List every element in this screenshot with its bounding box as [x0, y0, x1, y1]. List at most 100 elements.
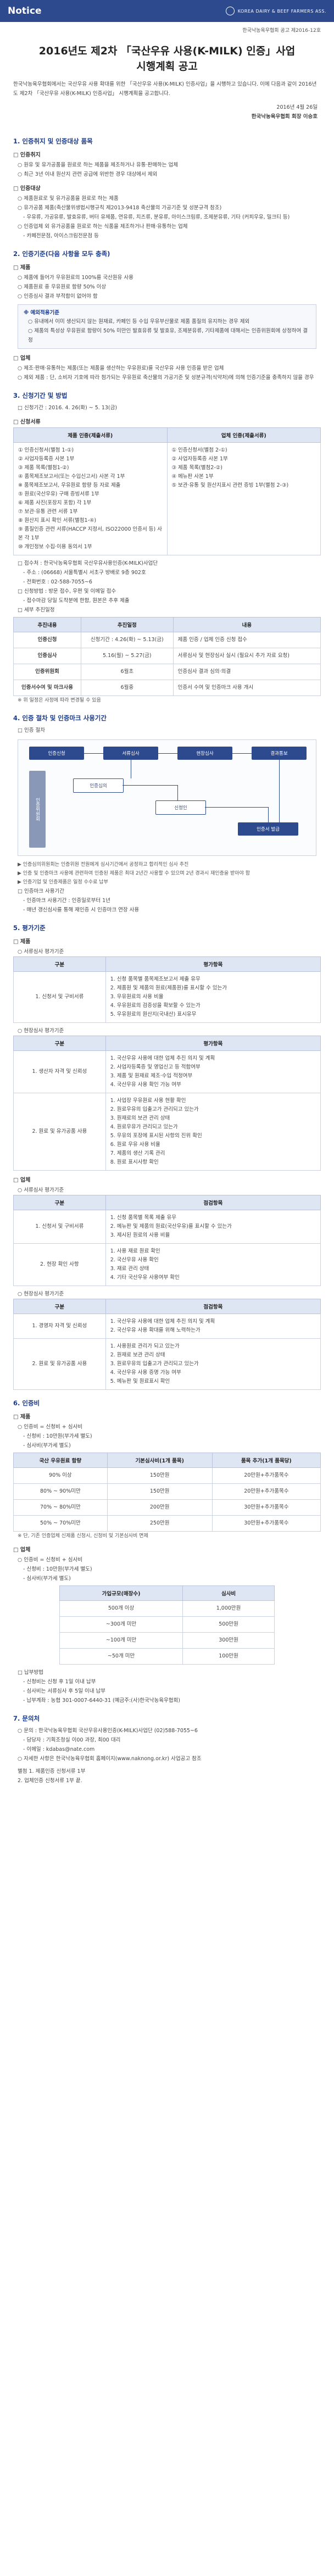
business-eval-heading: □ 업체 [13, 1177, 31, 1183]
section-3: 3. 신청기간 및 방법 □ 신청기간 : 2016. 4. 26(화) ~ 5… [0, 391, 334, 705]
list-item: 3. 제품 및 원재료 제조·수입 적정여부 [110, 1073, 193, 1079]
flow-note: □ 인증마크 사용기간 [18, 888, 64, 894]
table-header: 국산 우유원료 함량 [13, 1453, 108, 1468]
list-item: 3. 제시된 원료의 사용 비율 [110, 1232, 170, 1238]
flow-arrow [205, 807, 268, 808]
table-cell: 200만원 [107, 1499, 213, 1516]
flow-step: 현장심사 [177, 747, 232, 760]
flow-arrow [158, 753, 177, 754]
section-7-heading: 7. 문의처 [13, 1715, 40, 1722]
business-criteria-heading: □ 업체 [13, 355, 31, 361]
section-5-heading: 5. 평가기준 [13, 924, 46, 932]
list-item: ④ 메뉴판 사본 1부 [171, 474, 214, 480]
table-header: 심사비 [182, 1585, 275, 1601]
payment-line: □ 납부방법 [18, 1670, 43, 1676]
table-cell: 2. 원료 및 유가공품 사용 [13, 1093, 106, 1171]
table-row: 인증심사 5.16(월) ~ 5.27(금) 서류심사 및 현장심사 실시 (필… [13, 648, 321, 664]
list-item: 2. 국산우유 사용 확대를 위해 노력하는가 [110, 1327, 201, 1333]
table-cell: 6월중 [80, 680, 174, 696]
attachment-line: 별첨 1. 제품인증 신청서류 1부 [18, 1768, 86, 1774]
table-row: 1. 생산자 자격 및 신뢰성 1. 국산우유 사용에 대한 업체 추진 의지 … [13, 1050, 321, 1093]
list-item: 3. 우유원료의 사용 비율 [110, 994, 164, 1000]
table-row: 인증서수여 및 마크사용 6월중 인증서 수여 및 인증마크 사용 개시 [13, 680, 321, 696]
table-row: 1. 신청서 및 구비서류 1. 신청 품목별 품목제조보고서 제출 유무 2.… [13, 971, 321, 1023]
list-item: ① 인증신청서(별첨 2-①) [171, 447, 227, 453]
list-item: ③ 제품 목록(별첨1-②) [18, 465, 69, 471]
docs-business-cell: ① 인증신청서(별첨 2-①) ② 사업자등록증 사본 1부 ③ 제품 목록(별… [166, 442, 321, 555]
eval-subheading: ○ 서류심사 평가기준 [18, 1187, 64, 1193]
list-item: 1. 국산우유 사용에 대한 업체 추진 의지 및 계획 [110, 1055, 215, 1061]
list-item: ① 인증신청서(별첨 1-①) [18, 447, 74, 453]
table-cell: 500개 이상 [59, 1600, 183, 1617]
table-cell: 1. 국산우유 사용에 대한 업체 추진 의지 및 계획 2. 국산우유 사용 … [105, 1314, 321, 1339]
list-item: 2. 메뉴판 및 제품의 원료(국산우유)를 표시할 수 있는가 [110, 1223, 232, 1229]
payment-line: - 신청비는 신청 후 1일 이내 납부 [23, 1679, 96, 1685]
list-item: 6. 원료 우유 사용 비율 [110, 1142, 160, 1148]
table-header: 구분 [13, 1299, 106, 1314]
fee-line: - 신청비 : 10만원(부가세 별도) [23, 1433, 92, 1439]
table-header: 기본심사비(1개 품목) [107, 1453, 213, 1468]
contact-line: ○ 자세한 사항은 한국낙농육우협회 홈페이지(www.naknong.or.k… [18, 1756, 202, 1762]
table-cell: 2. 원료 및 유가공품 사용 [13, 1338, 106, 1390]
table-row: 2. 현장 확인 사항 1. 사용 재료 원료 확인 2. 국산우유 사용 확인… [13, 1243, 321, 1286]
purpose-line: ○ 최근 3년 이내 원산지 관련 공급에 위반한 경우 대상에서 제외 [18, 171, 158, 177]
table-cell: 30만원+추가품목수 [211, 1515, 321, 1532]
fee-note: ※ 단, 기존 인증업체 신제품 신청시, 신청비 및 기본심사비 면제 [18, 1533, 148, 1539]
list-item: 4. 원료우유가 관리되고 있는가 [110, 1124, 178, 1130]
list-item: 1. 사용원료 관리가 되고 있는가 [110, 1343, 180, 1349]
list-item: ④ 품목제조보고서(또는 수입신고서) 사본 각 1부 [18, 474, 125, 480]
list-item: ⑥ 제품 사진(포장지 포함) 각 1부 [18, 500, 92, 506]
table-cell: 1. 사용원료 관리가 되고 있는가 2. 원재료 보관 관리 상태 3. 원료… [105, 1338, 321, 1390]
receipt-line: □ 세부 추진일정 [18, 607, 55, 613]
list-item: ⑦ 보관·유통 관련 서류 1부 [18, 509, 78, 515]
list-item: 2. 원재료 보관 관리 상태 [110, 1352, 165, 1358]
list-item: 1. 신청 품목별 목록 제출 유무 [110, 1215, 176, 1221]
table-cell: 인증서 수여 및 인증마크 사용 개시 [172, 680, 321, 696]
section-3-heading: 3. 신청기간 및 방법 [13, 392, 68, 399]
table-cell: 1. 생산자 자격 및 신뢰성 [13, 1050, 106, 1093]
list-item: ③ 제품 목록(별첨2-②) [171, 465, 222, 471]
exception-line: ○ 제품의 특성상 우유원료 함량이 50% 미만인 발효유류 및 발효유, 조… [28, 328, 308, 343]
table-cell: 250만원 [107, 1515, 213, 1532]
table-cell: 1. 신청 품목별 품목제조보고서 제출 유무 2. 제품원 및 제품의 원료(… [105, 971, 321, 1023]
exception-box: ※ 예외적용기준 ○ 유내에서 이미 생산되지 않는 원재료, 카페인 등 수입… [18, 304, 316, 349]
docs-table: 제품 인증(제출서류) 업체 인증(제출서류) ① 인증신청서(별첨 1-①) … [13, 427, 321, 555]
flow-heading: □ 인증 절차 [18, 727, 45, 733]
receipt-line: □ 접수처 : 한국낙농육우협회 국산우유사용인증(K-MILK)사업단 [18, 560, 158, 566]
purpose-heading: □ 인증취지 [13, 152, 41, 158]
purpose-line: ○ 원유 및 유가공품을 원료로 하는 제품을 제조하거나 유통·판매하는 업체 [18, 162, 178, 168]
table-cell: 20만원+추가품목수 [211, 1467, 321, 1484]
flow-step: 서류심사 [103, 747, 158, 760]
list-item: 4. 기타 국산우유 사용여부 확인 [110, 1275, 180, 1281]
table-cell: 1. 신청서 및 구비서류 [13, 971, 106, 1023]
fee-line: - 심사비(부가세 별도) [23, 1576, 71, 1582]
flow-arrow [177, 785, 178, 800]
flow-arrow [268, 807, 269, 822]
table-cell: 1,000만원 [182, 1600, 275, 1617]
schedule-table: 추진내용 추진일정 내용 인증신청 신청기간 : 4.26(화) ~ 5.13(… [13, 617, 321, 696]
list-item: ⑩ 개인정보 수집·이용 동의서 1부 [18, 544, 92, 550]
flow-note: ▶ 인증심의위원회는 인증위원 전원에게 심사기간에서 공정하고 합리적인 심사… [18, 862, 189, 867]
table-cell: 1. 사업장 우유원료 사용 현황 확인 2. 원료우유의 입출고가 관리되고 … [105, 1093, 321, 1171]
criteria-line: ○ 제조·판매·유통하는 제품(또는 제품을 생산하는 우유원료)를 국산우유 … [18, 365, 224, 371]
table-row: 인증신청 신청기간 : 4.26(화) ~ 5.13(금) 제품 인증 / 업체… [13, 632, 321, 648]
brand-logo-icon [225, 7, 235, 15]
section-1: 1. 인증취지 및 인증대상 품목 □ 인증취지 ○ 원유 및 유가공품을 원료… [0, 137, 334, 241]
fee-table-product: 국산 우유원료 함량 기본심사비(1개 품목) 품목 추가(1개 품목당) 90… [13, 1453, 321, 1532]
list-item: 5. 우유원료의 원산지(국내산) 표시유무 [110, 1011, 197, 1017]
table-cell: 70% ~ 80%미만 [13, 1499, 108, 1516]
table-header: 평가항목 [105, 956, 321, 972]
attachment-line: 2. 업체인증 신청서류 1부 끝. [18, 1778, 82, 1784]
table-header: 추진내용 [13, 617, 81, 632]
business-fee-heading: □ 업체 [13, 1547, 31, 1553]
fee-table-business: 가입규모(매장수) 심사비 500개 이상 1,000만원 ~300개 미만 5… [59, 1585, 275, 1665]
eval-subheading: ○ 현장심사 평가기준 [18, 1291, 64, 1297]
page-title-line1: 2016년도 제2차 「국산우유 사용(K-MILK) 인증」사업 [38, 45, 296, 57]
table-cell: 1. 사용 재료 원료 확인 2. 국산우유 사용 확인 3. 재료 관리 상태… [105, 1243, 321, 1286]
list-item: 2. 국산우유 사용 확인 [110, 1257, 159, 1263]
section-4-heading: 4. 인증 절차 및 인증마크 사용기간 [13, 714, 107, 722]
flow-node: 인증심의 [73, 778, 124, 793]
flow-step: 인증신청 [29, 747, 84, 760]
table-cell: 6월초 [80, 664, 174, 680]
